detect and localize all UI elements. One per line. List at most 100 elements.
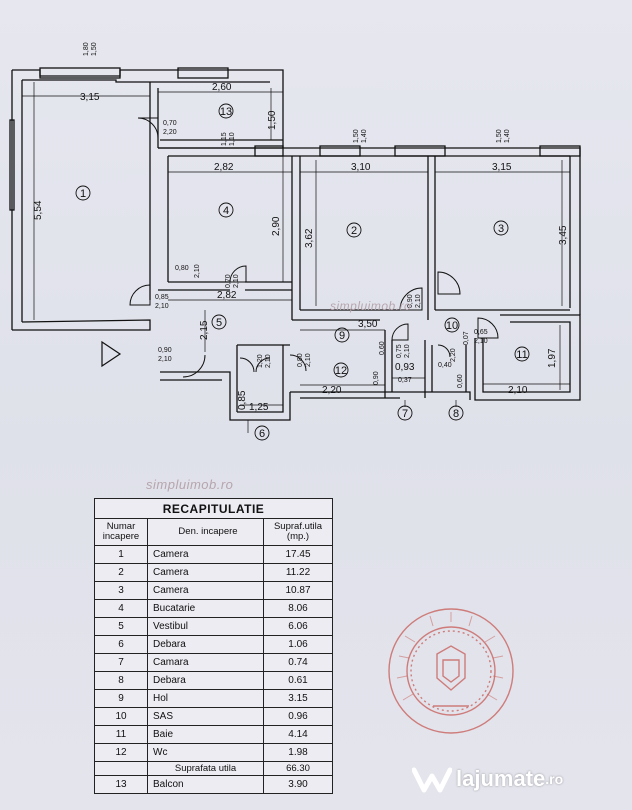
dim-label: 3,15: [80, 92, 100, 103]
door-2: [399, 287, 423, 311]
extra-name: Balcon: [147, 775, 264, 794]
dim-label: 0,07: [463, 331, 470, 345]
dim-label: 2,10: [155, 303, 169, 310]
room-number: 13: [220, 106, 232, 118]
door-12: [289, 354, 307, 372]
dim-label: 3,50: [358, 319, 378, 330]
total-value: 66.30: [263, 761, 333, 776]
recap-title: RECAPITULATIE: [94, 498, 333, 519]
cell-name: Debara: [147, 635, 264, 654]
cell-area: 10.87: [263, 581, 333, 600]
room-number: 3: [498, 223, 504, 235]
dim-label: 1,15: [221, 132, 228, 146]
dim-label: 1,50: [91, 42, 98, 56]
cell-name: SAS: [147, 707, 264, 726]
dim-label: 0,75: [396, 344, 403, 358]
dim-label: 0,70: [225, 274, 232, 288]
dim-label: 1,10: [229, 132, 236, 146]
dim-label: 1,20: [257, 354, 264, 368]
cell-area: 8.06: [263, 599, 333, 618]
dim-label: 2,20: [322, 385, 342, 396]
cell-name: Baie: [147, 725, 264, 744]
dim-label: 5,54: [33, 200, 44, 220]
dim-label: 2,82: [214, 162, 234, 173]
recap-table: RECAPITULATIE Numar incapere Den. incape…: [94, 498, 333, 794]
door-1: [129, 284, 151, 306]
cell-name: Wc: [147, 743, 264, 762]
entrance-arrow-icon: [101, 340, 122, 368]
cell-area: 11.22: [263, 563, 333, 582]
cell-num: 1: [94, 545, 148, 564]
cell-num: 5: [94, 617, 148, 636]
extra-num: 13: [94, 775, 148, 794]
brand-tld: .ro: [545, 771, 564, 787]
dim-label: 0,40: [438, 362, 452, 369]
door-13: [137, 117, 159, 139]
dim-label: 3,45: [558, 225, 569, 245]
cell-num: 12: [94, 743, 148, 762]
cell-area: 6.06: [263, 617, 333, 636]
dim-label: 1,40: [361, 129, 368, 143]
dim-label: 0,60: [457, 374, 464, 388]
cell-area: 17.45: [263, 545, 333, 564]
brand-watermark: lajumate.ro: [411, 762, 564, 796]
dim-label: 3,62: [304, 228, 315, 248]
cell-num: 8: [94, 671, 148, 690]
cell-area: 3.15: [263, 689, 333, 708]
cell-area: 0.61: [263, 671, 333, 690]
cell-name: Debara: [147, 671, 264, 690]
room-number: 1: [80, 188, 86, 200]
dim-label: 2,10: [474, 338, 488, 345]
dim-label: 1,97: [547, 348, 558, 368]
dim-label: 1,50: [353, 129, 360, 143]
cell-num: 2: [94, 563, 148, 582]
room-number: 9: [339, 330, 345, 342]
cell-num: 9: [94, 689, 148, 708]
dim-label: 1,80: [83, 42, 90, 56]
dim-label: 2,20: [163, 129, 177, 136]
cell-name: Camera: [147, 581, 264, 600]
cell-name: Camera: [147, 563, 264, 582]
dim-label: 2,82: [217, 290, 237, 301]
dim-label: 2,15: [199, 320, 210, 340]
door-11: [477, 317, 499, 339]
cell-name: Bucatarie: [147, 599, 264, 618]
cell-name: Camera: [147, 545, 264, 564]
dim-label: 1,50: [496, 129, 503, 143]
cell-area: 0.96: [263, 707, 333, 726]
cell-area: 1.98: [263, 743, 333, 762]
room-number: 4: [223, 205, 229, 217]
room-number: 2: [351, 225, 357, 237]
door-8: [437, 344, 451, 358]
door-4: [229, 265, 247, 283]
cell-num: 3: [94, 581, 148, 600]
dim-label: 1,40: [504, 129, 511, 143]
cell-area: 0.74: [263, 653, 333, 672]
dim-label: 2,10: [508, 385, 528, 396]
dim-label: 0,90: [407, 294, 414, 308]
dim-label: 0,80: [175, 265, 189, 272]
watermark-table: simpluimob.ro: [146, 477, 234, 492]
brand-name: lajumate: [456, 766, 546, 791]
cell-area: 4.14: [263, 725, 333, 744]
dim-label: 2,90: [271, 216, 282, 236]
header-num: Numar incapere: [94, 518, 148, 546]
room-number: 12: [335, 365, 347, 377]
room-number: 10: [446, 320, 458, 332]
dim-label: 3,15: [492, 162, 512, 173]
dim-label: 0,80: [297, 353, 304, 367]
dim-label: 0,85: [155, 294, 169, 301]
cell-num: 11: [94, 725, 148, 744]
dim-label: 2,10: [194, 264, 201, 278]
dim-label: 1,25: [249, 402, 269, 413]
cell-name: Vestibul: [147, 617, 264, 636]
official-stamp-icon: [388, 608, 514, 734]
